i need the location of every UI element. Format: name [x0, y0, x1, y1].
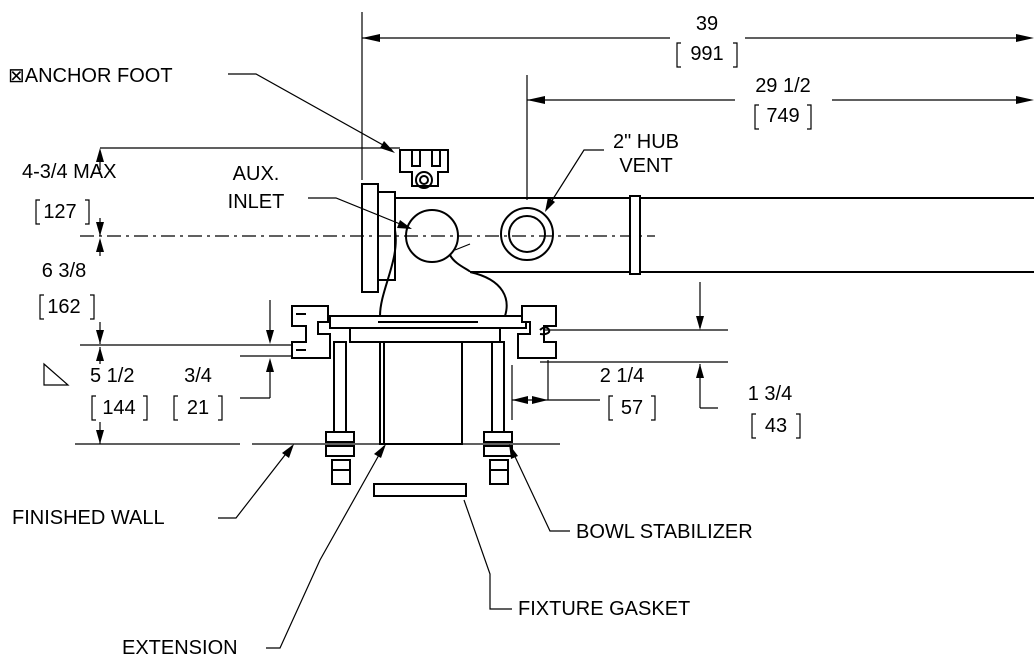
base-flange [329, 315, 527, 343]
callout-extension: EXTENSION [122, 444, 386, 659]
label-aux-inlet-2: INLET [228, 191, 285, 213]
label-extension: EXTENSION [122, 637, 238, 659]
dim-stab-imperial: 1 3/4 [748, 383, 792, 405]
dimension-vent-offset: 29 1/2 749 [526, 75, 1034, 200]
dimension-foot-thickness: 3/4 21 [173, 300, 300, 421]
dim-wall-bolt-metric: 144 [102, 397, 135, 419]
dimension-max-height: 4-3/4 MAX 127 [22, 147, 400, 236]
callout-finished-wall: FINISHED WALL [12, 444, 294, 529]
label-hub-vent-1: 2" HUB [613, 131, 679, 153]
dim-vent-metric: 749 [766, 105, 799, 127]
label-aux-inlet-1: AUX. [233, 163, 280, 185]
fixture-gasket [373, 483, 467, 497]
dim-bolt-metric: 57 [621, 397, 643, 419]
dimension-bolt-spacing: 2 1/4 57 [511, 360, 656, 421]
dimension-inlet-height: 6 3/8 162 [39, 235, 655, 344]
label-anchor-foot: ⊠ANCHOR FOOT [8, 65, 173, 87]
extension-sleeve [379, 341, 463, 445]
dim-stab-metric: 43 [765, 415, 787, 437]
dim-overall-imperial: 39 [696, 13, 718, 35]
stabilizer-left [291, 305, 331, 359]
dim-bolt-imperial: 2 1/4 [600, 365, 644, 387]
callout-hub-vent: 2" HUB VENT [545, 131, 679, 212]
dimension-wall-to-bolt: 5 1/2 144 [43, 344, 560, 445]
dim-thickness-metric: 21 [187, 397, 209, 419]
dimension-stabilizer-height: 1 3/4 43 [540, 282, 801, 439]
dim-vent-imperial: 29 1/2 [755, 75, 811, 97]
label-finished-wall: FINISHED WALL [12, 507, 165, 529]
label-hub-vent-2: VENT [619, 155, 672, 177]
hub-vent-port [500, 207, 554, 261]
dim-wall-bolt-imperial: 5 1/2 [90, 365, 134, 387]
bolt-right [483, 341, 513, 485]
dim-inlet-metric: 162 [47, 296, 80, 318]
label-fixture-gasket: FIXTURE GASKET [518, 598, 690, 620]
callout-fixture-gasket: FIXTURE GASKET [463, 499, 690, 620]
aux-inlet-port [405, 209, 459, 263]
callout-anchor-foot: ⊠ANCHOR FOOT [8, 65, 395, 153]
dim-inlet-imperial: 6 3/8 [42, 260, 86, 282]
dim-overall-metric: 991 [690, 43, 723, 65]
anchor-foot-clip [399, 149, 449, 189]
dimension-overall-width: 39 991 [361, 12, 1034, 180]
dim-max-metric: 127 [43, 201, 76, 223]
dim-thickness-imperial: 3/4 [184, 365, 212, 387]
callout-bowl-stabilizer: BOWL STABILIZER [509, 444, 753, 543]
stabilizer-right [517, 305, 557, 359]
label-bowl-stabilizer: BOWL STABILIZER [576, 521, 753, 543]
bolt-left [325, 341, 355, 485]
callout-aux-inlet: AUX. INLET [228, 163, 412, 229]
dim-max-imperial: 4-3/4 MAX [22, 161, 116, 183]
pipe-body [361, 183, 1034, 317]
